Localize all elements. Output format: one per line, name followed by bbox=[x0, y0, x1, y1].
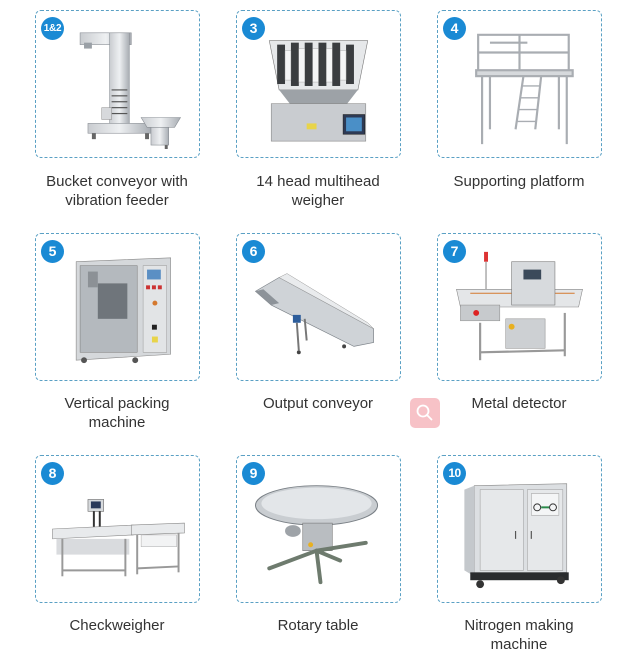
item-number-badge: 1&2 bbox=[41, 17, 64, 40]
product-caption: Nitrogen making machine bbox=[464, 617, 574, 653]
product-card-nitrogen-machine[interactable]: 10 bbox=[437, 455, 602, 603]
product-card-rotary-table[interactable]: 9 bbox=[236, 455, 401, 603]
product-caption: Bucket conveyor with vibration feeder bbox=[46, 173, 188, 209]
checkweigher-image bbox=[48, 466, 187, 594]
metal-detector-image bbox=[450, 244, 589, 372]
bucket-conveyor-image bbox=[48, 21, 187, 149]
item-number-badge: 5 bbox=[41, 240, 64, 263]
item-number-badge: 4 bbox=[443, 17, 466, 40]
vertical-packing-machine-image bbox=[48, 244, 187, 372]
item-number-badge: 6 bbox=[242, 240, 265, 263]
nitrogen-machine-image bbox=[450, 466, 589, 594]
product-caption: Metal detector bbox=[471, 395, 567, 412]
multihead-weigher-image bbox=[249, 21, 388, 149]
product-caption: 14 head multihead weigher bbox=[256, 173, 380, 209]
product-caption: Checkweigher bbox=[69, 617, 165, 634]
product-card-vertical-packing-machine[interactable]: 5 bbox=[35, 233, 200, 381]
product-caption: Output conveyor bbox=[262, 395, 374, 412]
item-number-badge: 3 bbox=[242, 17, 265, 40]
product-caption: Rotary table bbox=[277, 617, 359, 634]
item-number-badge: 8 bbox=[41, 462, 64, 485]
product-card-supporting-platform[interactable]: 4 bbox=[437, 10, 602, 158]
product-card-multihead-weigher[interactable]: 3 bbox=[236, 10, 401, 158]
product-card-metal-detector[interactable]: 7 bbox=[437, 233, 602, 381]
product-caption: Supporting platform bbox=[453, 173, 585, 190]
item-number-badge: 10 bbox=[443, 462, 466, 485]
product-caption: Vertical packing machine bbox=[64, 395, 170, 431]
search-icon bbox=[416, 404, 433, 421]
product-card-bucket-conveyor[interactable]: 1&2 bbox=[35, 10, 200, 158]
output-conveyor-image bbox=[249, 244, 388, 372]
product-card-output-conveyor[interactable]: 6 bbox=[236, 233, 401, 381]
item-number-badge: 7 bbox=[443, 240, 466, 263]
supporting-platform-image bbox=[450, 21, 589, 149]
item-number-badge: 9 bbox=[242, 462, 265, 485]
product-card-checkweigher[interactable]: 8 bbox=[35, 455, 200, 603]
search-button[interactable] bbox=[410, 398, 440, 428]
rotary-table-image bbox=[249, 466, 388, 594]
